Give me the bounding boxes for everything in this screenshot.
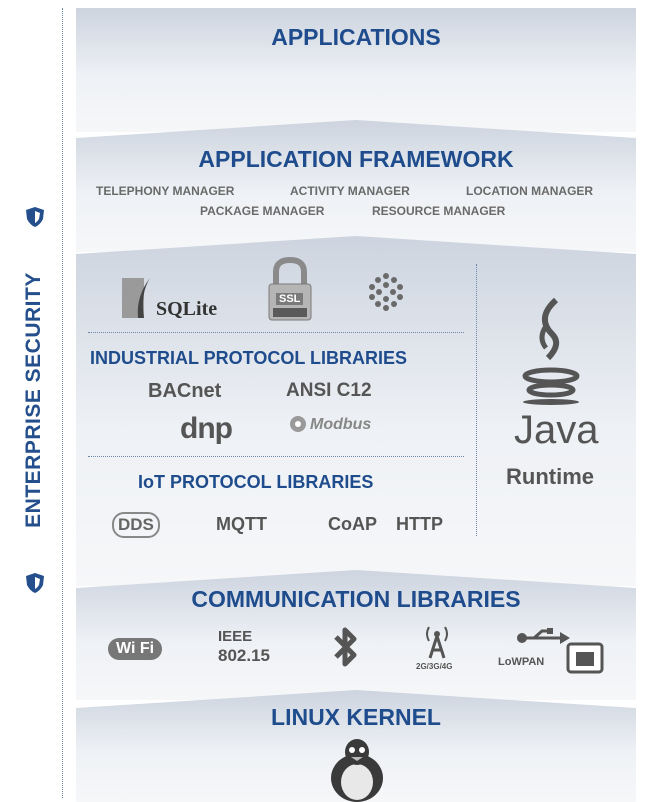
coap-label: CoAP [328,514,377,534]
cellular-label: 2G/3G/4G [416,662,453,671]
location-manager: LOCATION MANAGER [466,184,594,198]
padlock-icon [268,256,312,321]
resource-manager: RESOURCE MANAGER [372,204,506,218]
applications-title: APPLICATIONS [271,24,441,50]
section-divider [88,332,464,333]
ieee-label: IEEE [218,628,253,645]
shield-icon [26,573,44,593]
section-divider [88,456,464,457]
dnp-label: dnp [180,412,233,445]
applications-layer: APPLICATIONS [76,8,636,132]
kernel-layer: LINUX KERNEL [76,690,636,802]
activity-manager: ACTIVITY MANAGER [290,184,410,198]
wifi-label: Wi Fi [108,638,163,660]
framework-title: APPLICATION FRAMEWORK [198,146,514,172]
ansi-c12-label: ANSI C12 [286,380,372,401]
tux-penguin-icon [331,739,383,802]
industrial-protocol-title: INDUSTRIAL PROTOCOL LIBRARIES [90,348,408,368]
framework-layer: APPLICATION FRAMEWORK TELEPHONY MANAGER … [76,120,636,252]
usb-icon [517,628,570,644]
package-manager: PACKAGE MANAGER [200,204,325,218]
iot-protocol-title: IoT PROTOCOL LIBRARIES [138,472,374,492]
modbus-gear-icon [290,416,306,432]
shield-icon [26,207,44,227]
sqlite-feather-icon [122,278,150,318]
side-divider [62,8,63,798]
mqtt-label: MQTT [216,514,267,534]
ieee-802-15-label: 802.15 [218,646,270,665]
libraries-layer: SQLite SSL INDUSTRIAL PROTOCOL LIBRARIES… [76,236,636,586]
bacnet-label: BACnet [148,380,222,402]
modbus-label: Modbus [310,416,372,433]
dds-label: DDS [112,512,160,538]
telephony-manager: TELEPHONY MANAGER [96,184,235,198]
java-label: Java [514,408,599,452]
ssl-label: SSL [276,293,304,305]
http-label: HTTP [396,514,443,534]
java-cup-icon [522,297,580,405]
java-divider [476,264,477,536]
dotted-sphere-icon [369,273,403,311]
sqlite-label: SQLite [156,298,218,320]
runtime-label: Runtime [506,464,594,489]
bluetooth-icon [334,627,357,667]
enterprise-security-label: ENTERPRISE SECURITY [22,272,45,528]
ethernet-port-icon [566,642,604,674]
communication-title: COMMUNICATION LIBRARIES [191,586,521,612]
lowpan-label: LoWPAN [498,656,545,668]
kernel-title: LINUX KERNEL [271,704,441,730]
cell-tower-icon [426,626,448,659]
communication-layer: COMMUNICATION LIBRARIES Wi Fi IEEE 802.1… [76,570,636,700]
